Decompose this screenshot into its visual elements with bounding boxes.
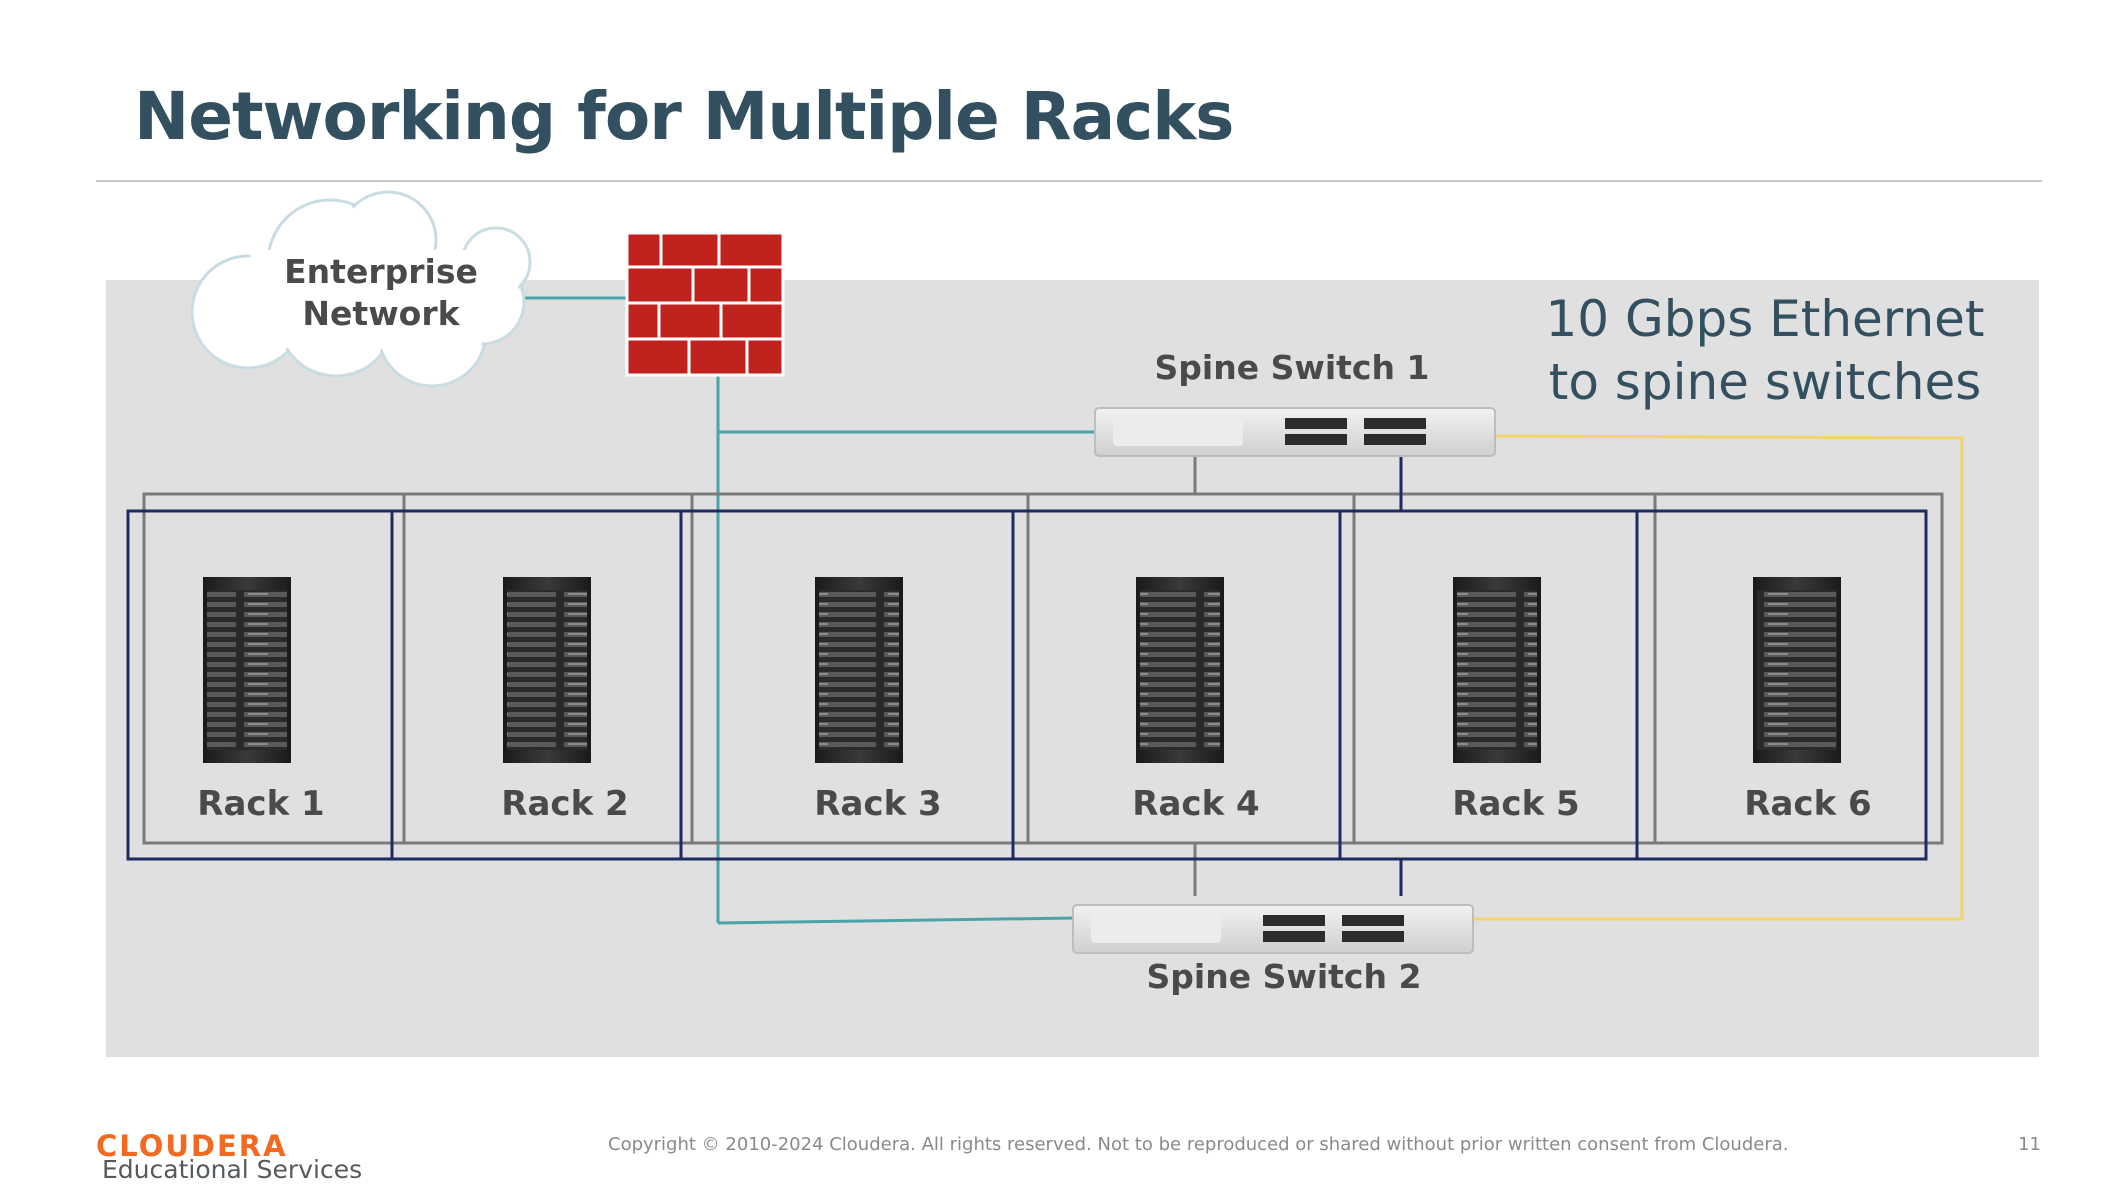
page-number: 11 xyxy=(2018,1134,2041,1155)
spine-switch-2-label: Spine Switch 2 xyxy=(1147,957,1422,996)
server-rack-icon xyxy=(1753,577,1841,763)
spine-switch-2 xyxy=(1072,904,1474,954)
cloud-label-line-1: Enterprise xyxy=(284,252,478,291)
server-rack-icon xyxy=(503,577,591,763)
navy-rack-outlines xyxy=(126,455,1928,896)
rack-label-4: Rack 4 xyxy=(1132,784,1259,824)
rack-label-3: Rack 3 xyxy=(814,784,941,824)
page-title: Networking for Multiple Racks xyxy=(134,78,1234,155)
teal-links xyxy=(522,296,1095,925)
copyright-notice: Copyright © 2010-2024 Cloudera. All righ… xyxy=(608,1134,1789,1155)
server-rack-icon xyxy=(1453,577,1541,763)
yellow-links xyxy=(1472,434,1964,921)
cloudera-logo: CLOUDERA xyxy=(96,1129,288,1163)
rack-label-6: Rack 6 xyxy=(1744,784,1871,824)
rack-label-1: Rack 1 xyxy=(197,784,324,824)
gray-rack-outlines xyxy=(142,455,1944,896)
title-divider xyxy=(96,180,2042,182)
spine-switch-1-label: Spine Switch 1 xyxy=(1155,348,1430,387)
server-rack-icon xyxy=(203,577,291,763)
server-rack-icon xyxy=(1136,577,1224,763)
note-line-1: 10 Gbps Ethernet xyxy=(1545,290,1984,348)
rack-servers xyxy=(203,577,1841,763)
note-line-2: to spine switches xyxy=(1549,353,1982,411)
cloud-label-line-2: Network xyxy=(302,294,460,333)
rack-label-2: Rack 2 xyxy=(501,784,628,824)
brick-firewall-icon xyxy=(625,231,785,377)
server-rack-icon xyxy=(815,577,903,763)
footer-subtitle: Educational Services xyxy=(102,1155,363,1184)
rack-label-5: Rack 5 xyxy=(1452,784,1579,824)
spine-switch-1 xyxy=(1094,407,1496,457)
cloud-fill xyxy=(195,195,527,383)
